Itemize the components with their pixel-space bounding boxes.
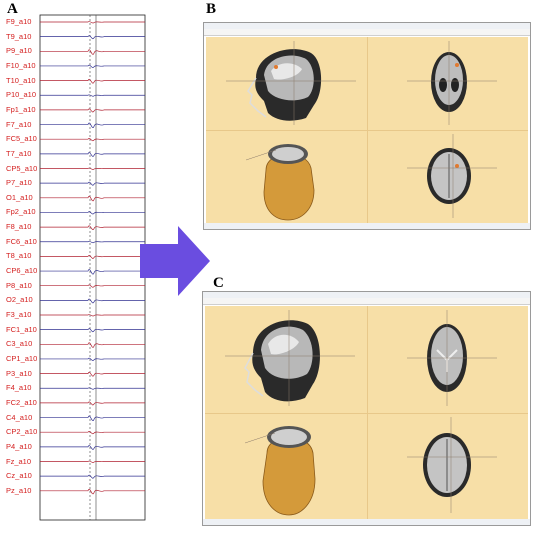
mri-viewer-b (203, 22, 531, 230)
eeg-trace (40, 138, 145, 142)
channel-label: T9_a10 (6, 31, 32, 41)
eeg-trace (40, 328, 145, 333)
channel-label: F3_a10 (6, 310, 32, 319)
channel-label: P3_a10 (6, 368, 32, 378)
channel-label: P10_a10 (6, 90, 37, 100)
eeg-trace (40, 211, 145, 215)
panel-label-a: A (7, 1, 18, 17)
eeg-trace (40, 342, 145, 348)
eeg-trace (40, 314, 145, 317)
eeg-frame (39, 14, 146, 521)
sagittal-view (206, 37, 367, 130)
channel-label: P7_a10 (6, 178, 32, 188)
eeg-trace (40, 431, 145, 435)
sagittal-view (205, 306, 367, 413)
eeg-trace (40, 460, 145, 463)
axial-view (367, 413, 529, 520)
eeg-trace (40, 401, 145, 406)
eeg-trace (40, 255, 145, 259)
eeg-trace (40, 49, 145, 55)
panel-label-c: C (213, 275, 224, 291)
eeg-trace (40, 195, 145, 202)
eeg-trace (40, 181, 145, 186)
eeg-trace (40, 387, 145, 390)
channel-label: CP2_a10 (6, 427, 38, 437)
eeg-traces (39, 14, 146, 521)
viewer-toolbar (204, 29, 530, 36)
coronal-view (367, 37, 528, 130)
channel-label: C3_a10 (6, 339, 33, 349)
channel-label: CP6_a10 (6, 266, 38, 276)
channel-label: F4_a10 (6, 383, 32, 393)
eeg-trace (40, 225, 145, 230)
eeg-trace (40, 21, 145, 24)
viewer-statusbar (203, 519, 530, 525)
eeg-trace (40, 298, 145, 304)
eeg-trace (40, 474, 145, 479)
channel-label: Cz_a10 (6, 471, 32, 481)
channel-label: T10_a10 (6, 75, 36, 85)
channel-label: F10_a10 (6, 60, 36, 70)
viewer-toolbar (203, 298, 530, 305)
channel-label: Pz_a10 (6, 485, 32, 495)
channel-label: FC6_a10 (6, 236, 37, 246)
eeg-trace (40, 64, 145, 68)
eeg-trace (40, 357, 145, 361)
eeg-trace (40, 94, 145, 97)
mri-viewer-c (202, 291, 531, 526)
eeg-trace (40, 122, 145, 128)
eeg-trace (40, 284, 145, 288)
channel-label: FC1_a10 (6, 324, 37, 334)
3d-head-view (205, 413, 367, 520)
viewer-titlebar (204, 23, 530, 29)
channel-label: CP1_a10 (6, 353, 38, 363)
viewer-grid (205, 306, 528, 519)
viewer-titlebar (203, 292, 530, 298)
channel-label: FC2_a10 (6, 397, 37, 407)
channel-label: F8_a10 (6, 222, 32, 232)
eeg-trace (40, 35, 145, 40)
channel-label: FC5_a10 (6, 134, 37, 144)
channel-label: O2_a10 (6, 295, 33, 305)
channel-label: T8_a10 (6, 251, 32, 261)
channel-label: P8_a10 (6, 280, 32, 290)
channel-label: F7_a10 (6, 119, 32, 129)
eeg-trace (40, 79, 145, 84)
channel-label: O1_a10 (6, 192, 33, 202)
viewer-statusbar (204, 223, 530, 229)
coronal-view (367, 306, 529, 413)
right-arrow-icon (140, 226, 210, 296)
channel-label: Fz_a10 (6, 456, 32, 466)
channel-label: CP5_a10 (6, 163, 38, 173)
channel-label: P9_a10 (6, 46, 32, 56)
eeg-trace (40, 152, 145, 157)
channel-label: Fp2_a10 (6, 207, 36, 217)
channel-label: C4_a10 (6, 412, 33, 422)
eeg-trace (40, 167, 145, 170)
channel-label: F9_a10 (6, 17, 32, 26)
eeg-trace (40, 269, 145, 275)
eeg-trace (40, 445, 145, 450)
channel-label: T7_a10 (6, 148, 32, 158)
eeg-trace (40, 240, 145, 244)
panel-label-b: B (206, 1, 217, 17)
3d-head-view (206, 130, 367, 223)
eeg-trace (40, 415, 145, 421)
channel-label: P4_a10 (6, 441, 32, 451)
eeg-trace (40, 372, 145, 377)
viewer-grid (206, 37, 528, 223)
axial-view (367, 130, 528, 223)
eeg-trace (40, 108, 145, 113)
channel-label: Fp1_a10 (6, 104, 36, 114)
eeg-trace (40, 488, 145, 495)
